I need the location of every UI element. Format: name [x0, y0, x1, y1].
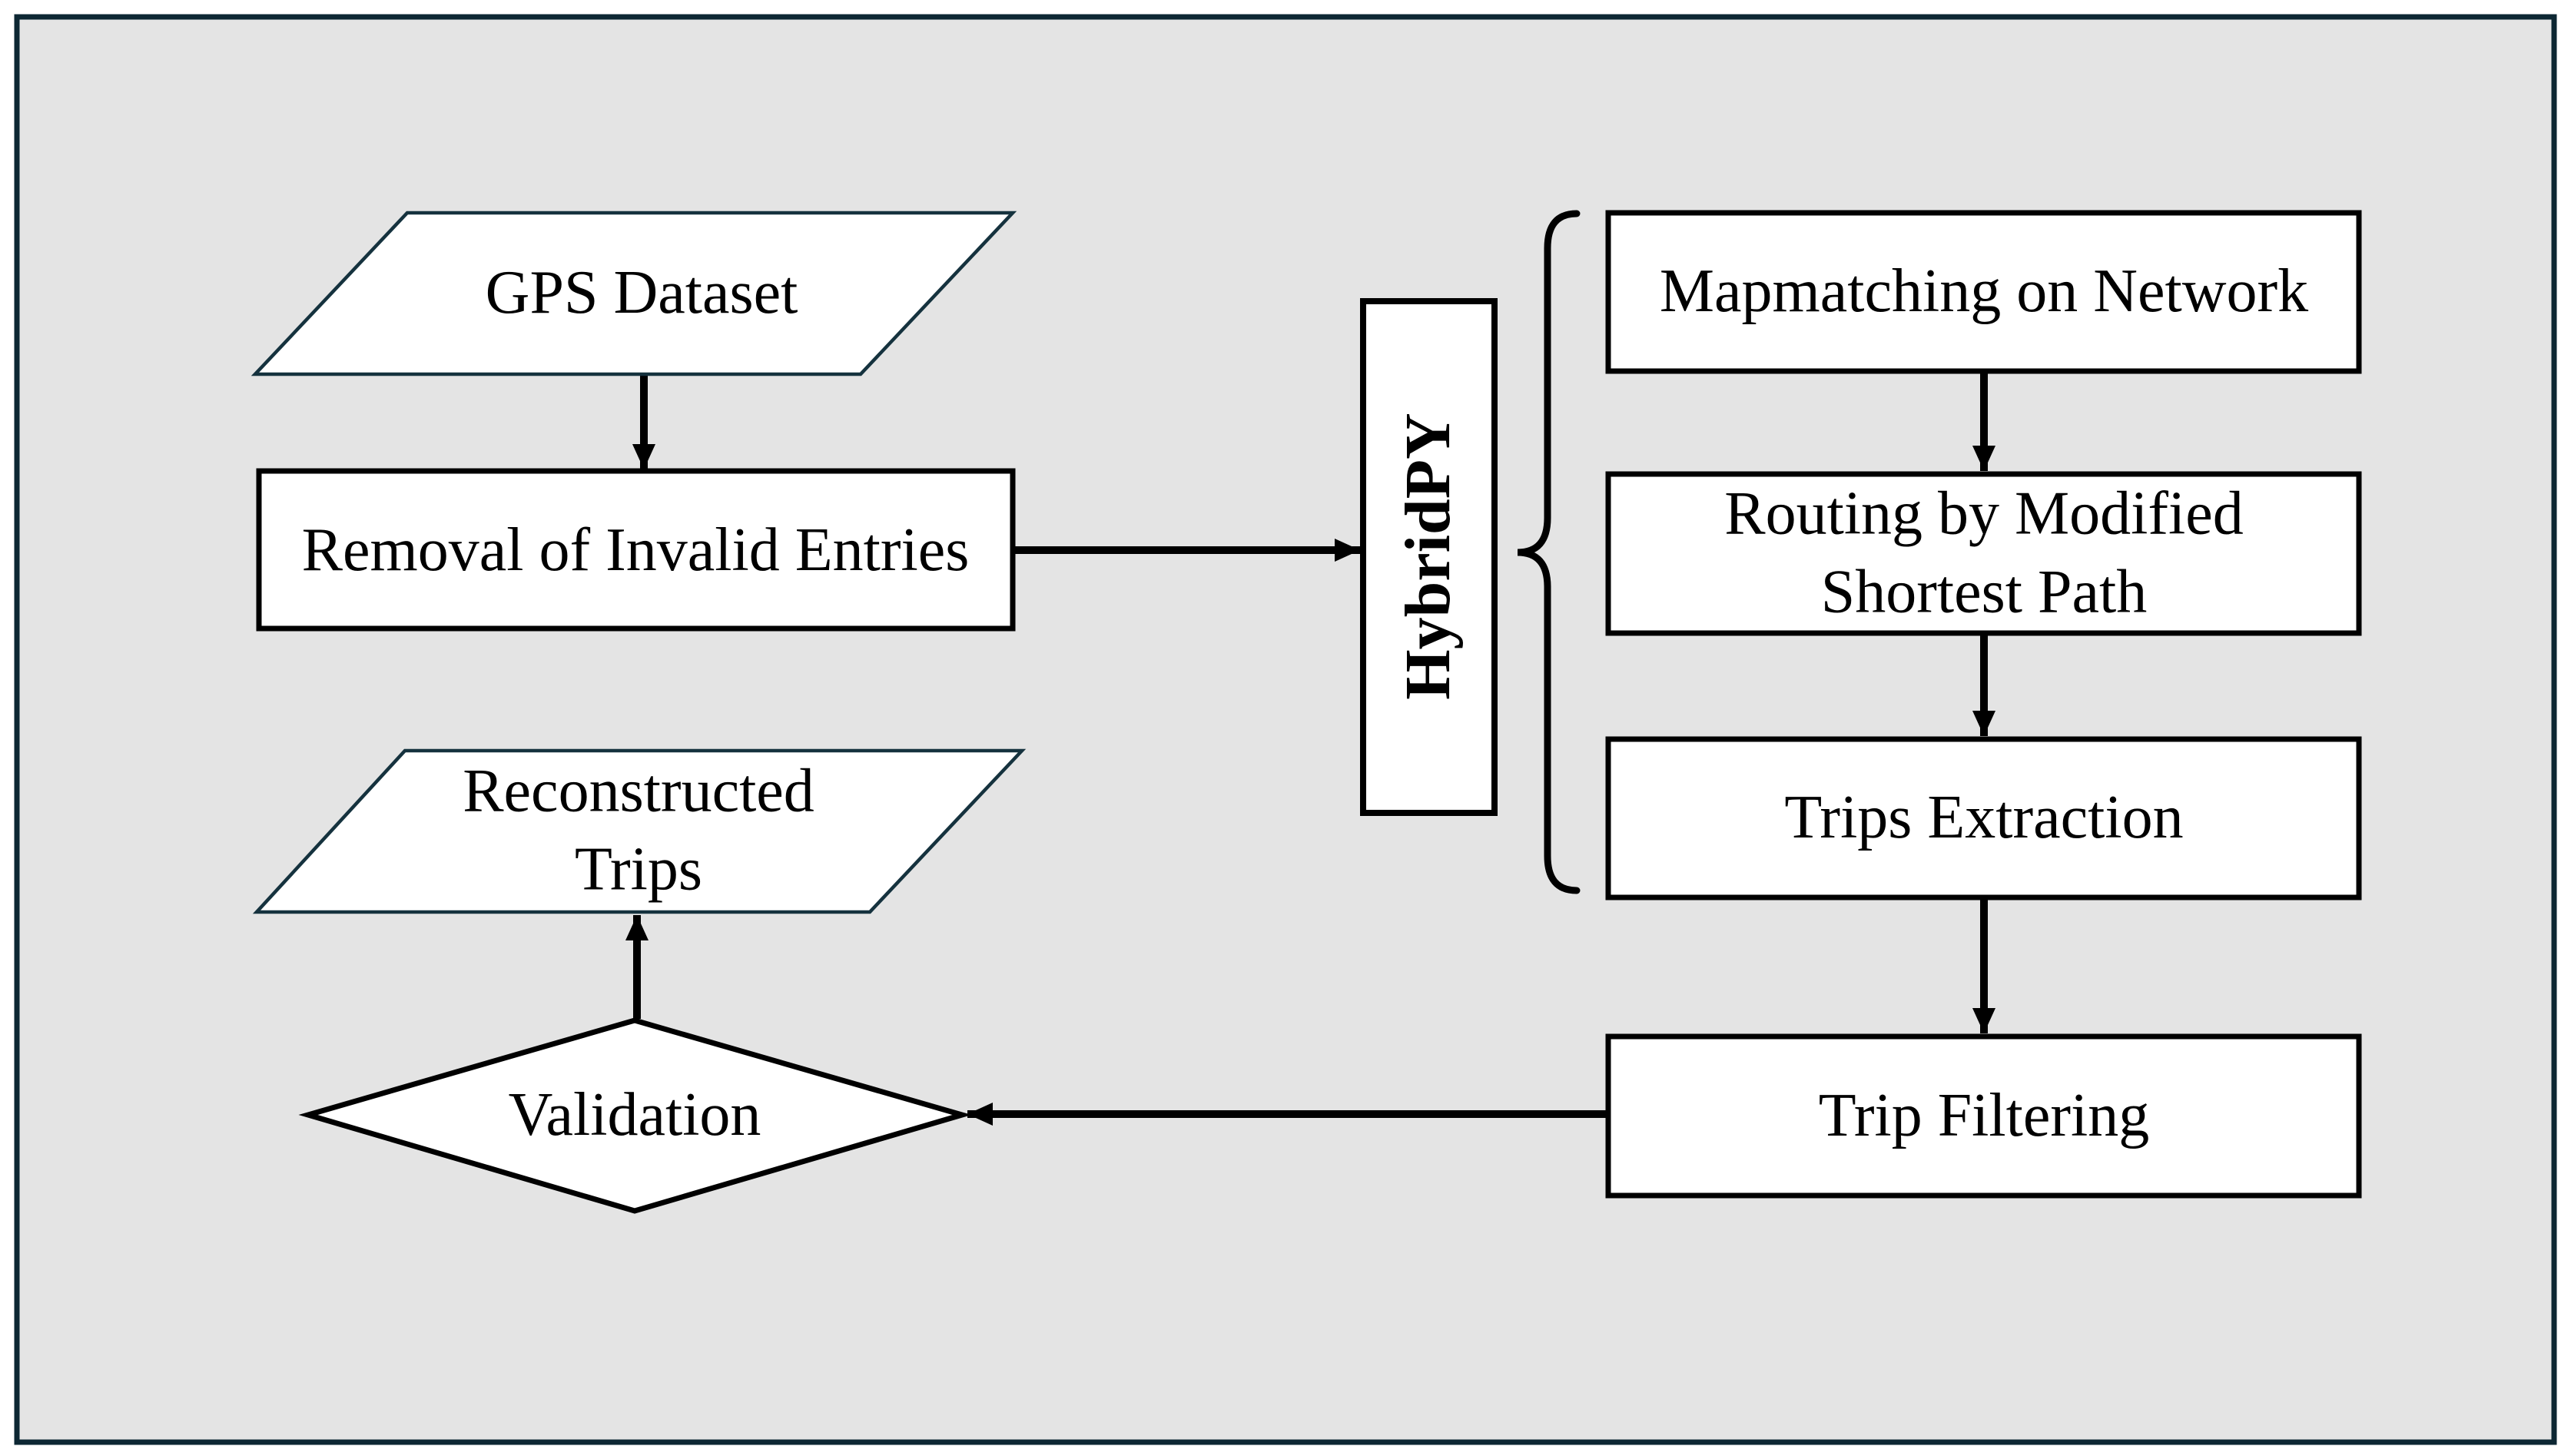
node-hybridpy-label: HybridPY: [1392, 413, 1465, 700]
hybridpy-group-brace: [1517, 210, 1581, 894]
node-routing-label: Routing by Modified Shortest Path: [1724, 475, 2244, 632]
node-reconstructed-trips-label: Reconstructed Trips: [463, 752, 814, 910]
node-trips-extraction-label: Trips Extraction: [1784, 783, 2184, 851]
node-reconstructed-trips-label-line2: Trips: [574, 836, 703, 904]
node-removal-invalid-entries-label: Removal of Invalid Entries: [301, 516, 970, 584]
node-gps-dataset-label: GPS Dataset: [485, 258, 798, 327]
node-removal-invalid-entries-shape: [256, 468, 1016, 632]
node-reconstructed-trips-shape: [252, 748, 1027, 914]
node-validation-label: Validation: [508, 1080, 761, 1149]
node-routing-label-line1: Routing by Modified: [1724, 479, 2244, 548]
node-validation-shape: [298, 1017, 972, 1214]
node-trips-extraction-shape: [1605, 736, 2362, 900]
node-hybridpy-shape: [1360, 298, 1498, 816]
node-gps-dataset-shape: [250, 211, 1017, 376]
node-mapmatching-shape: [1605, 210, 2362, 374]
node-trip-filtering-label: Trip Filtering: [1818, 1081, 2150, 1149]
node-routing-label-line2: Shortest Path: [1820, 559, 2148, 626]
node-reconstructed-trips-label-line1: Reconstructed: [463, 757, 814, 825]
node-trip-filtering-shape: [1605, 1033, 2362, 1199]
node-mapmatching-label: Mapmatching on Network: [1659, 257, 2309, 325]
node-routing-shape: [1605, 471, 2362, 636]
